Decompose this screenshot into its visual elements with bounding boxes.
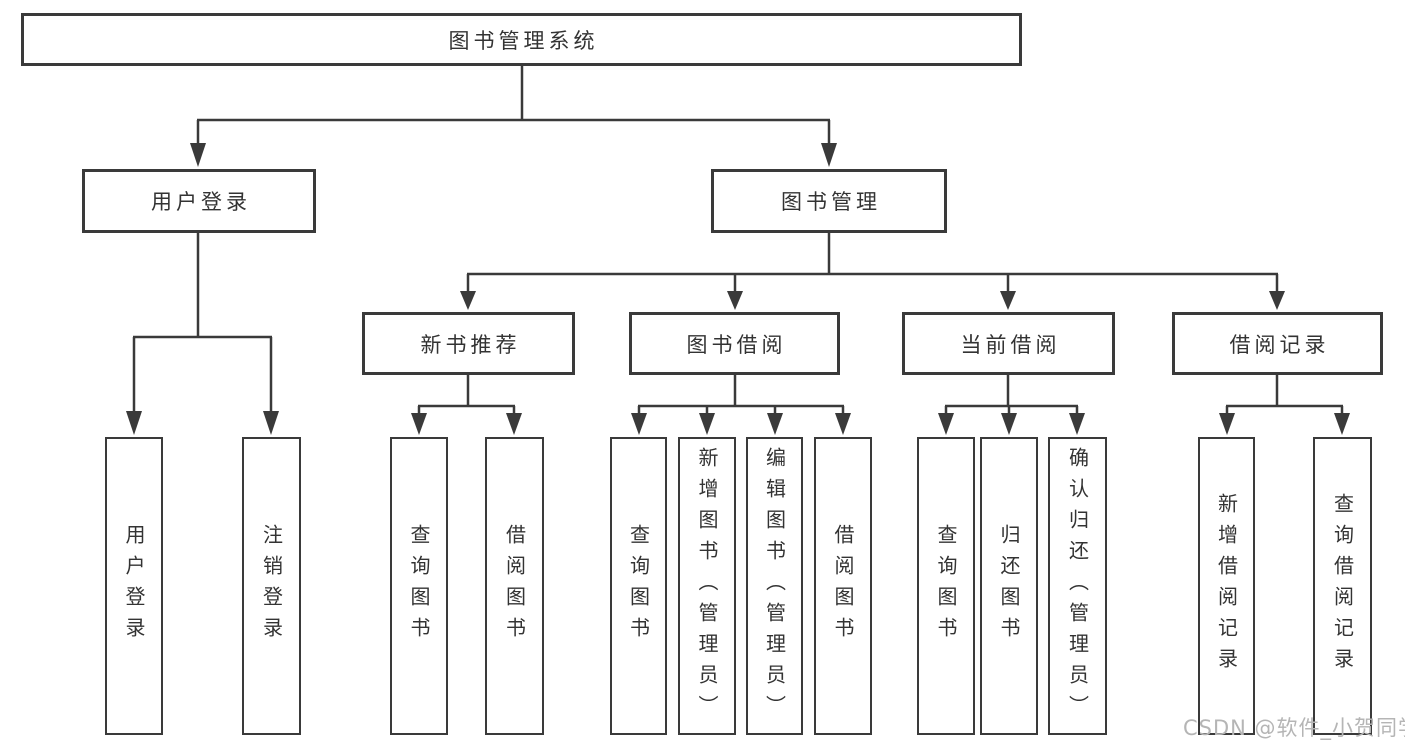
connector-book-borrow-to-leaves [631, 375, 851, 435]
node-new-book-recommend: 新书推荐 [362, 312, 575, 375]
leaf-label: 借阅图书 [502, 524, 527, 648]
arrowhead-down-icon [631, 413, 647, 435]
leaf-borrow-books-recommend: 借阅图书 [485, 437, 544, 735]
arrowhead-down-icon [1069, 413, 1085, 435]
csdn-watermark: CSDN @软件_小贺同学 [1183, 716, 1405, 740]
leaf-add-borrow-record: 新增借阅记录 [1198, 437, 1255, 735]
arrowhead-down-icon [1000, 291, 1016, 310]
leaf-label: 查询借阅记录 [1330, 493, 1355, 679]
leaf-label: 确认归还（管理员） [1065, 446, 1090, 726]
leaf-logout: 注销登录 [242, 437, 301, 735]
node-label: 图书管理 [781, 190, 881, 214]
leaf-add-books-admin: 新增图书（管理员） [678, 437, 736, 735]
arrowhead-down-icon [1269, 291, 1285, 310]
node-root-system: 图书管理系统 [21, 13, 1022, 66]
connector-user-login-to-leaves [126, 233, 279, 435]
connector-current-borrow-to-leaves [938, 375, 1085, 435]
connector-new-book-recommend-to-leaves [411, 375, 522, 435]
leaf-query-books-recommend: 查询图书 [390, 437, 448, 735]
connector-root-to-level2 [190, 66, 837, 167]
arrowhead-down-icon [1001, 413, 1017, 435]
leaf-confirm-return-admin: 确认归还（管理员） [1048, 437, 1107, 735]
arrowhead-down-icon [938, 413, 954, 435]
arrowhead-down-icon [821, 143, 837, 167]
node-label: 图书借阅 [686, 332, 787, 357]
leaf-label: 新增图书（管理员） [695, 446, 719, 726]
node-label: 用户登录 [151, 190, 251, 214]
node-label: 借阅记录 [1229, 332, 1330, 357]
arrowhead-down-icon [411, 413, 427, 435]
arrowhead-down-icon [767, 413, 783, 435]
arrowhead-down-icon [190, 143, 206, 167]
leaf-return-books: 归还图书 [980, 437, 1038, 735]
arrowhead-down-icon [263, 411, 279, 435]
leaf-query-borrow-record: 查询借阅记录 [1313, 437, 1372, 735]
leaf-label: 借阅图书 [831, 524, 855, 648]
node-book-management: 图书管理 [711, 169, 947, 233]
leaf-edit-books-admin: 编辑图书（管理员） [746, 437, 803, 735]
node-label: 新书推荐 [420, 332, 521, 357]
leaf-label: 查询图书 [626, 524, 651, 648]
node-label: 图书管理系统 [448, 28, 599, 53]
leaf-label: 用户登录 [122, 524, 146, 648]
leaf-label: 新增借阅记录 [1214, 493, 1239, 679]
arrowhead-down-icon [835, 413, 851, 435]
arrowhead-down-icon [460, 291, 476, 310]
leaf-label: 注销登录 [259, 524, 284, 648]
arrowhead-down-icon [699, 413, 715, 435]
arrowhead-down-icon [126, 411, 142, 435]
node-book-borrow: 图书借阅 [629, 312, 840, 375]
leaf-label: 编辑图书（管理员） [762, 446, 787, 726]
arrowhead-down-icon [727, 291, 743, 310]
node-label: 当前借阅 [960, 332, 1061, 357]
leaf-label: 归还图书 [997, 524, 1021, 648]
leaf-query-books-current: 查询图书 [917, 437, 975, 735]
node-current-borrow: 当前借阅 [902, 312, 1115, 375]
node-user-login: 用户登录 [82, 169, 316, 233]
leaf-borrow-books: 借阅图书 [814, 437, 872, 735]
leaf-user-login: 用户登录 [105, 437, 163, 735]
leaf-label: 查询图书 [407, 524, 431, 648]
arrowhead-down-icon [1219, 413, 1235, 435]
connector-borrow-record-to-leaves [1219, 375, 1350, 435]
arrowhead-down-icon [1334, 413, 1350, 435]
node-borrow-record: 借阅记录 [1172, 312, 1383, 375]
leaf-query-books-borrow: 查询图书 [610, 437, 667, 735]
leaf-label: 查询图书 [934, 524, 958, 648]
connector-book-management-to-level3 [460, 233, 1285, 310]
arrowhead-down-icon [506, 413, 522, 435]
